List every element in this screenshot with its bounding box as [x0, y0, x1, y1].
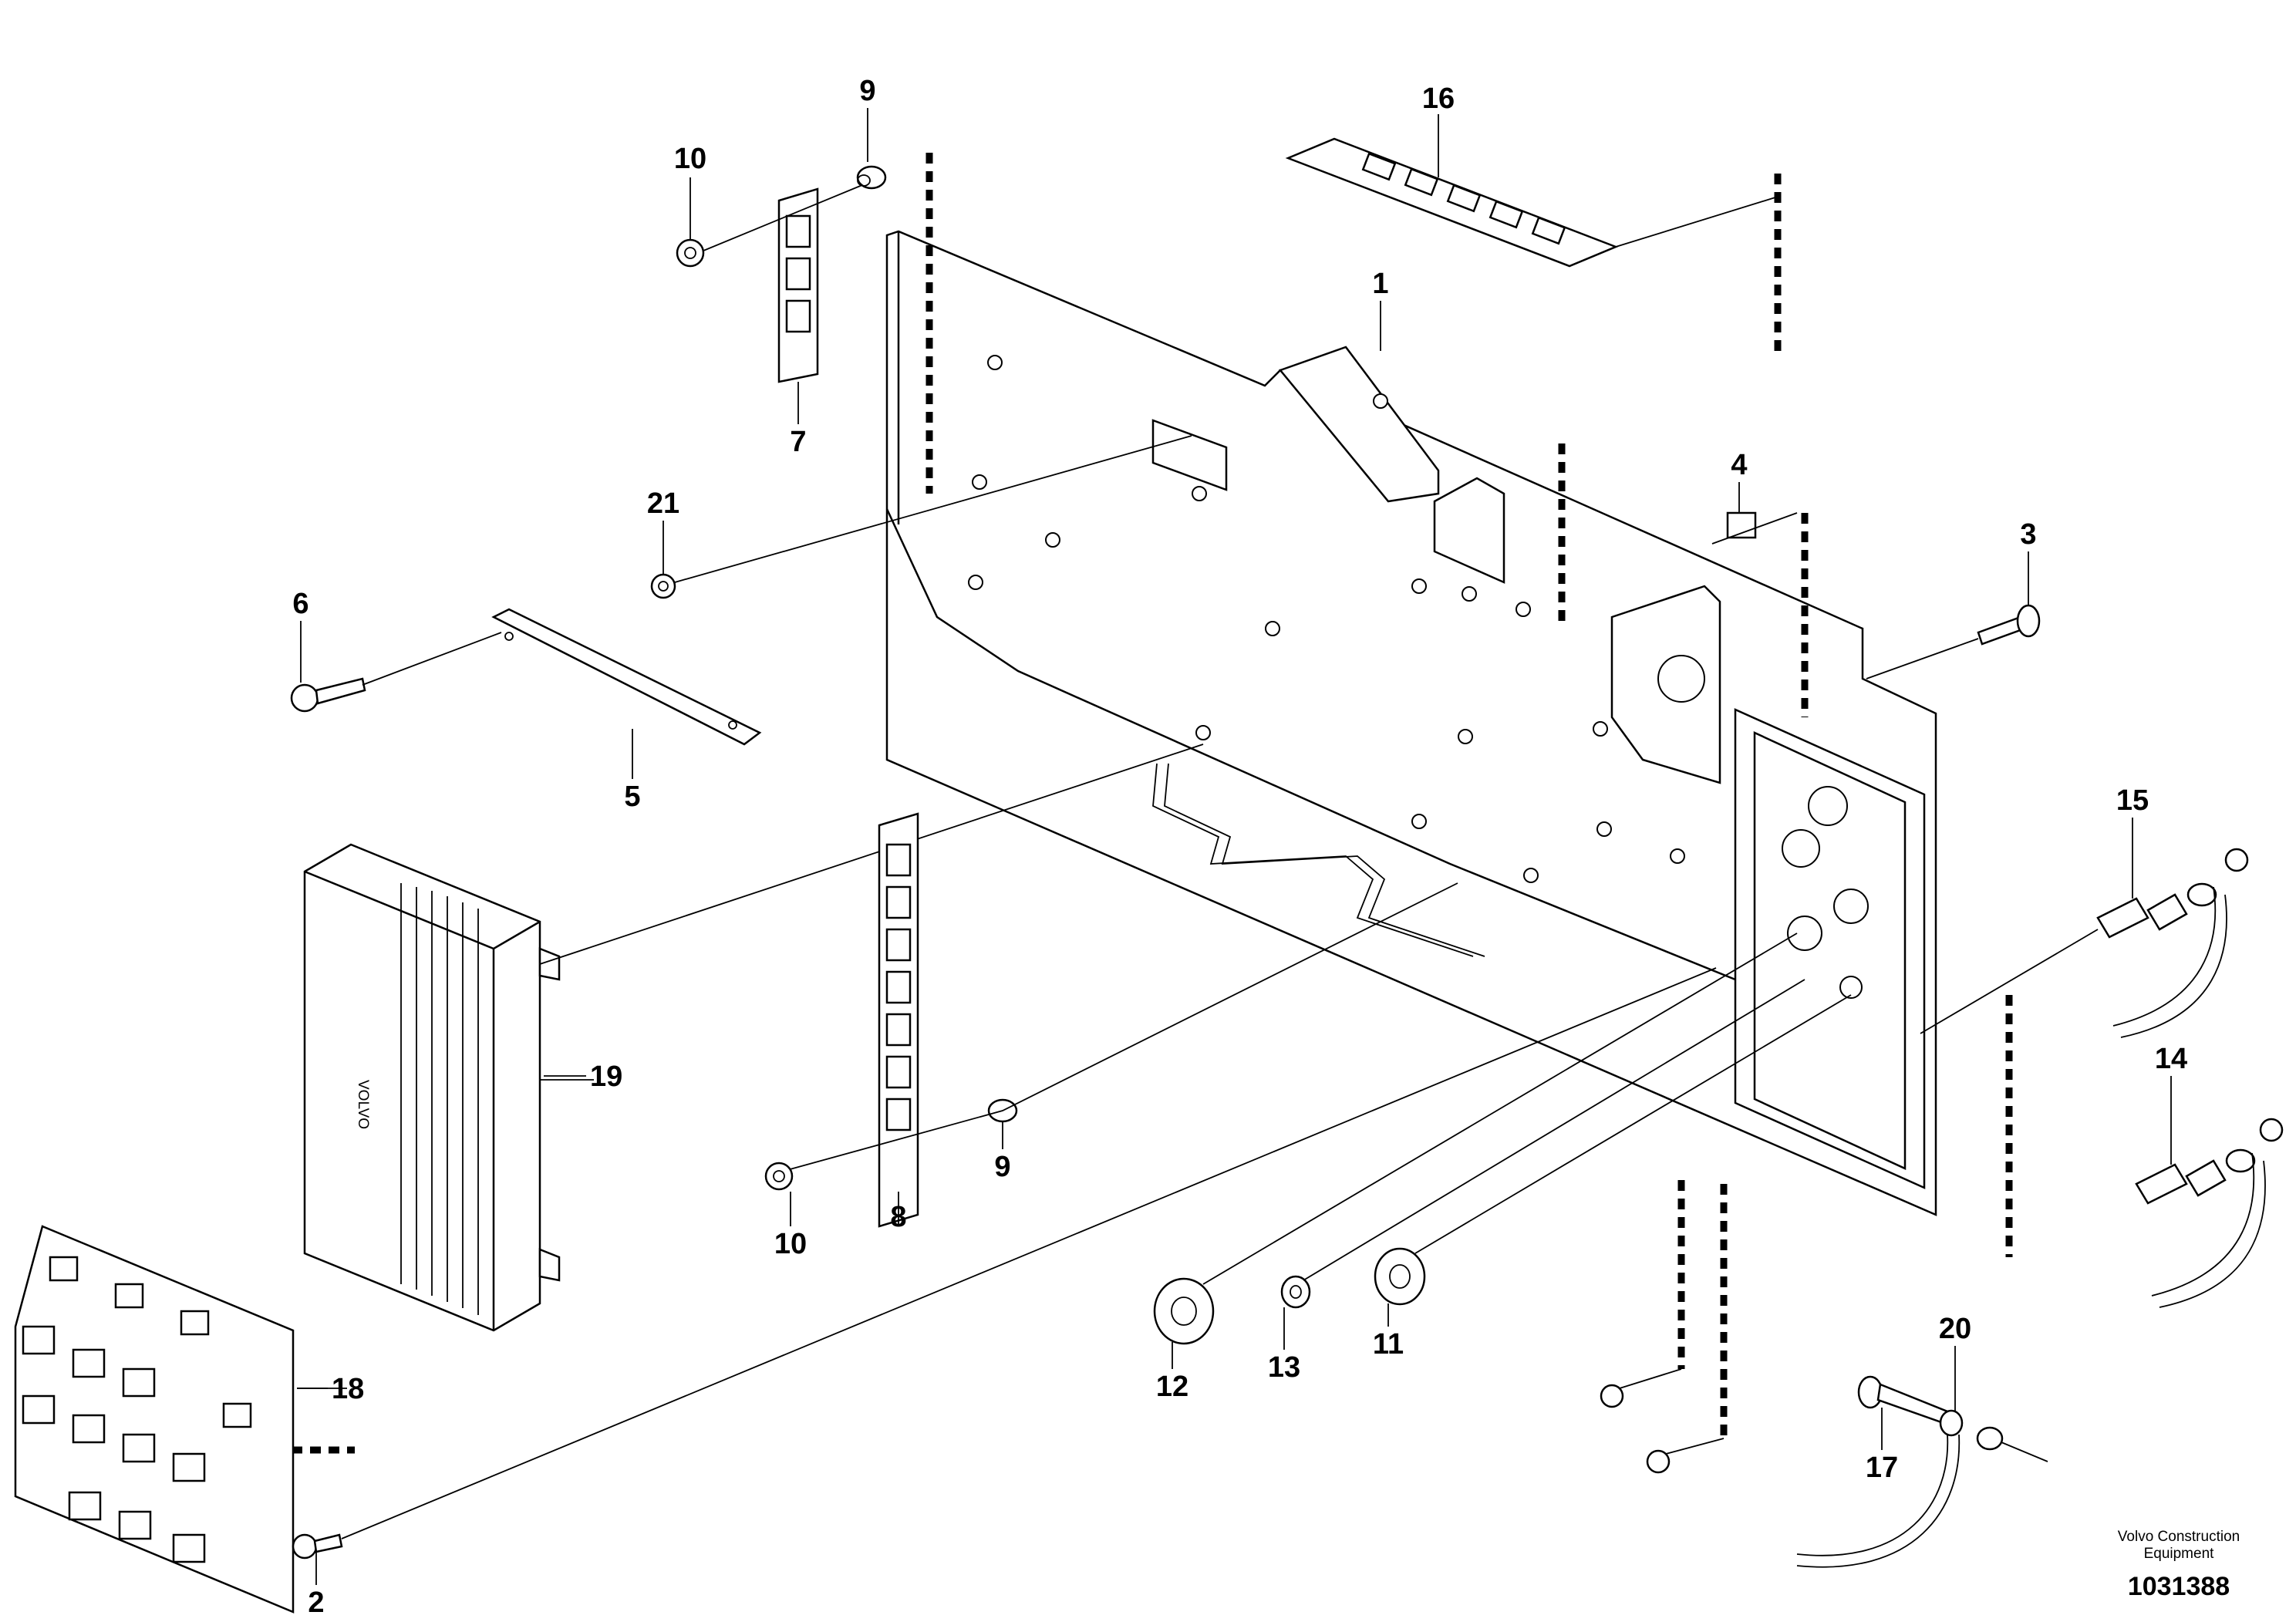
callout-18: 18 [297, 1373, 364, 1405]
svg-text:9: 9 [859, 75, 875, 107]
part-3-screw [1866, 604, 2041, 679]
callout-17: 17 [1866, 1408, 1898, 1484]
callout-1: 1 [1372, 268, 1389, 351]
part-13-grommet [1280, 979, 1805, 1309]
callout-11: 11 [1373, 1303, 1404, 1361]
part-8-bracket [878, 812, 919, 1228]
part-11-grommet [1374, 994, 1852, 1306]
callout-5: 5 [624, 729, 641, 813]
callout-15: 15 [2116, 784, 2149, 899]
part-9-spacer-lower [778, 882, 1458, 1173]
callout-9-lower: 9 [994, 1122, 1011, 1183]
part-2-screw [292, 967, 1717, 1560]
svg-text:13: 13 [1268, 1351, 1300, 1384]
svg-text:19: 19 [590, 1061, 622, 1093]
svg-text:21: 21 [647, 487, 679, 520]
svg-text:4: 4 [1731, 449, 1747, 481]
callout-4: 4 [1731, 449, 1748, 513]
svg-text:12: 12 [1156, 1371, 1188, 1403]
part-18-relay-board [14, 1225, 347, 1614]
lower-nuts [1600, 1368, 1725, 1474]
part-17-bolt [1857, 1375, 1949, 1425]
part-10-nut-lower [764, 1162, 794, 1191]
svg-text:20: 20 [1939, 1313, 1971, 1345]
callout-9-top: 9 [859, 75, 876, 162]
part-10-nut-top [676, 238, 705, 268]
svg-text:17: 17 [1866, 1452, 1898, 1484]
part-20-ground-strap [1796, 1409, 2048, 1568]
part-4-clip [1711, 511, 1798, 545]
part-7-bracket [693, 180, 872, 383]
svg-text:3: 3 [2020, 518, 2036, 551]
credit-line-2: Equipment [2144, 1546, 2215, 1562]
svg-text:14: 14 [2155, 1043, 2187, 1075]
callout-3: 3 [2020, 518, 2037, 605]
svg-text:2: 2 [308, 1587, 324, 1619]
svg-text:15: 15 [2116, 784, 2149, 817]
svg-text:9: 9 [994, 1151, 1010, 1183]
part-5-strip [491, 608, 762, 746]
part-15-cable-connector [1920, 848, 2249, 1038]
svg-text:16: 16 [1422, 83, 1455, 115]
svg-text:10: 10 [774, 1228, 807, 1260]
part-21-nut [650, 435, 1192, 599]
svg-text:8: 8 [890, 1201, 906, 1233]
svg-text:11: 11 [1373, 1328, 1404, 1361]
dashed-reference-lines [255, 153, 2013, 1454]
callout-10-lower: 10 [774, 1192, 807, 1260]
module-brand-label: VOLVO [355, 1080, 371, 1129]
svg-text:18: 18 [332, 1373, 364, 1405]
callout-10-top: 10 [674, 143, 706, 239]
callout-6: 6 [292, 588, 309, 683]
callout-21: 21 [647, 487, 679, 575]
part-6-screw [290, 632, 502, 713]
credit-line-1: Volvo Construction [2118, 1529, 2240, 1545]
svg-text:10: 10 [674, 143, 706, 175]
svg-text:7: 7 [790, 426, 806, 458]
callout-19: 19 [544, 1061, 622, 1093]
callout-12: 12 [1156, 1342, 1188, 1403]
main-panel [885, 230, 1937, 1216]
callout-8: 8 [890, 1192, 907, 1233]
document-number: 1031388 [2128, 1572, 2230, 1601]
callout-13: 13 [1268, 1307, 1300, 1384]
callout-20: 20 [1939, 1313, 1971, 1411]
part-9-spacer-top [856, 165, 887, 190]
callout-14: 14 [2155, 1043, 2187, 1165]
svg-text:5: 5 [624, 781, 640, 813]
svg-text:1: 1 [1372, 268, 1388, 300]
part-12-grommet [1153, 932, 1798, 1345]
part-19-control-module: VOLVO [303, 744, 1204, 1332]
callout-16: 16 [1422, 83, 1455, 177]
svg-text:6: 6 [292, 588, 308, 620]
callout-2: 2 [308, 1550, 325, 1619]
callout-7: 7 [790, 382, 807, 458]
part-16-connector-strip [1285, 137, 1778, 268]
part-14-cable-connector [2135, 1118, 2284, 1308]
